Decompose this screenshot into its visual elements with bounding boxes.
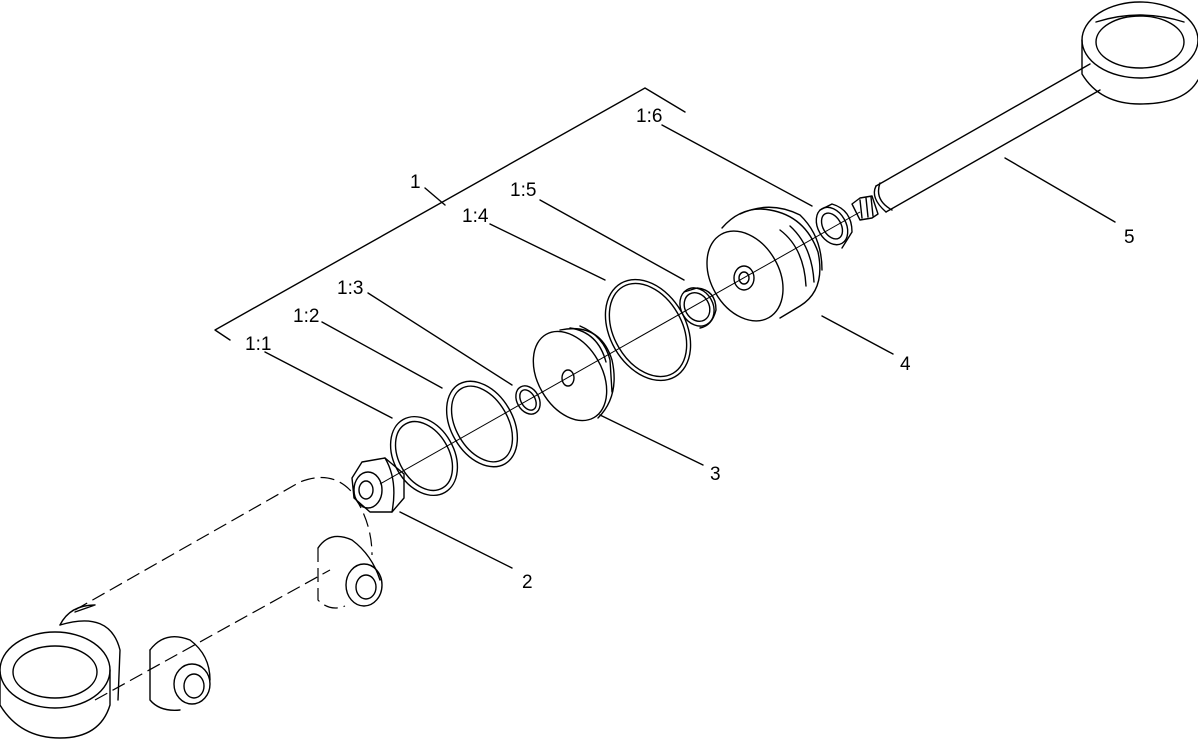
- leader-1-4: [489, 223, 606, 281]
- callout-1-2: 1:2: [293, 306, 319, 327]
- callout-2: 2: [522, 572, 533, 593]
- small-o-ring-1-3: [515, 385, 541, 415]
- rear-clevis-eye: [0, 620, 121, 739]
- leader-1-1: [264, 351, 393, 419]
- piston-seal-1-4: [604, 278, 692, 382]
- callout-1-4: 1:4: [462, 206, 489, 227]
- cylinder-barrel: [0, 476, 383, 739]
- callout-4: 4: [900, 354, 911, 375]
- rod-seal-1-5: [679, 287, 717, 329]
- callout-1-3: 1:3: [337, 278, 363, 299]
- assembly-centerline: [379, 211, 861, 485]
- leader-5: [1004, 157, 1116, 223]
- callout-1: 1: [410, 172, 421, 193]
- rod-end-port-fitting: [317, 535, 383, 609]
- rod-clevis-eye: [1081, 1, 1198, 105]
- callout-1-6: 1:6: [636, 106, 662, 127]
- piston: [532, 325, 615, 422]
- leader-assembly: [424, 187, 446, 206]
- leader-1-2: [321, 321, 443, 389]
- base-port-fitting: [149, 636, 211, 711]
- nut: [351, 457, 405, 513]
- assembly-bracket: [214, 87, 686, 341]
- gland: [706, 206, 823, 322]
- leader-1-6: [661, 124, 813, 207]
- wiper-seal-1-6: [815, 203, 853, 249]
- backup-ring-1-2: [445, 380, 519, 468]
- callout-1-5: 1:5: [510, 180, 536, 201]
- leader-4: [821, 315, 894, 355]
- callout-1-1: 1:1: [245, 334, 271, 355]
- callout-5: 5: [1124, 227, 1135, 248]
- leader-1-5: [539, 199, 685, 281]
- o-ring-1-1: [389, 415, 459, 497]
- callout-3: 3: [710, 464, 721, 485]
- leader-3: [599, 414, 704, 466]
- piston-rod: [851, 1, 1198, 221]
- leader-2: [399, 511, 513, 569]
- leader-1-3: [367, 292, 513, 386]
